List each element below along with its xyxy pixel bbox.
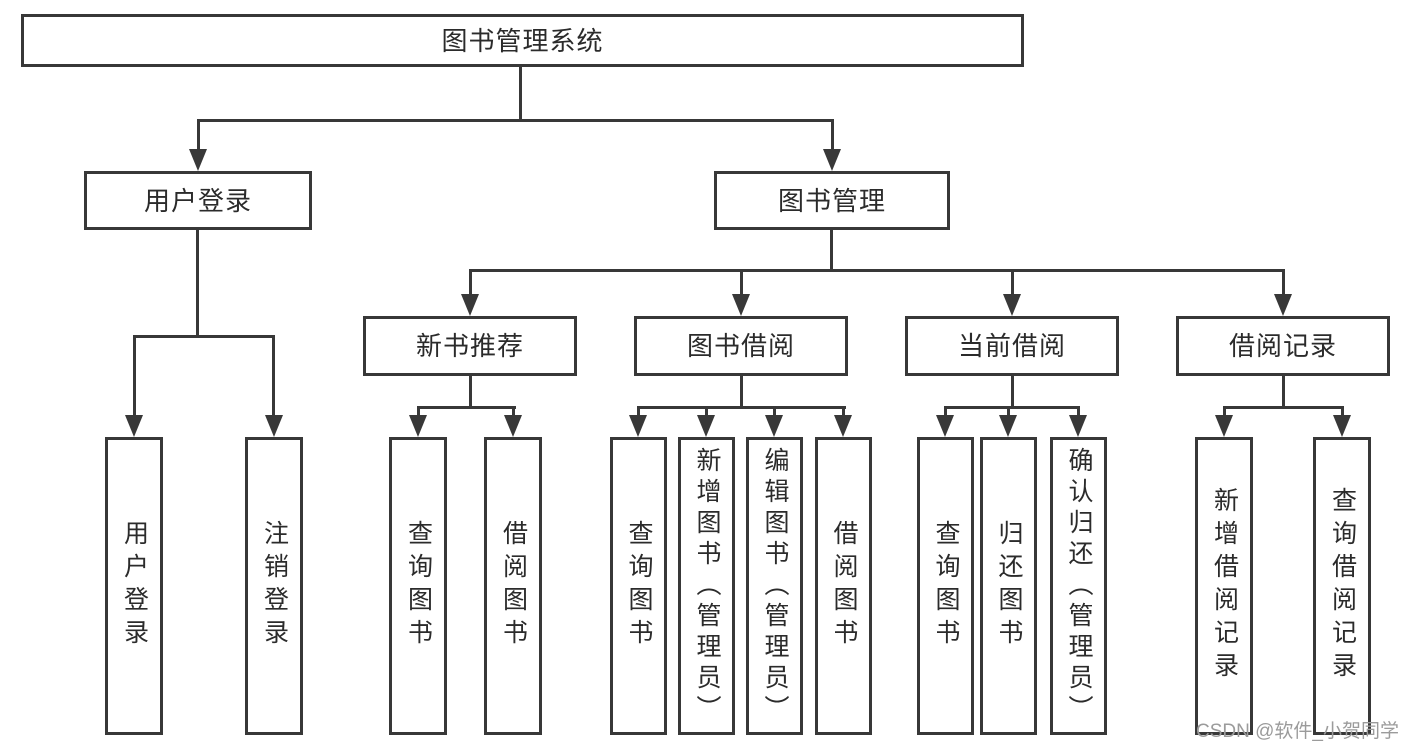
node-leaf-logout-label: 注销登录 xyxy=(260,520,289,652)
connector-cb-trunk xyxy=(1011,376,1014,406)
node-new-book-rec-label: 新书推荐 xyxy=(415,331,524,361)
node-user-login-label: 用户登录 xyxy=(143,185,252,216)
node-leaf-user-login-label: 用户登录 xyxy=(120,520,149,652)
node-leaf-nbr-borrow: 借阅图书 xyxy=(484,437,542,735)
node-leaf-cb-confirm-label: 确认归还（管理员） xyxy=(1065,446,1093,726)
connector-root-trunk xyxy=(519,67,522,119)
arrowhead-current-borrow xyxy=(1003,294,1021,316)
node-borrow-record: 借阅记录 xyxy=(1176,316,1390,376)
connector-to-br-add xyxy=(1223,406,1226,418)
node-user-login: 用户登录 xyxy=(84,171,312,230)
arrowhead-cb-return xyxy=(999,415,1017,437)
connector-to-borrow-record xyxy=(1282,269,1285,296)
node-leaf-bb-edit: 编辑图书（管理员） xyxy=(746,437,803,735)
node-leaf-cb-return-label: 归还图书 xyxy=(995,520,1023,652)
node-leaf-bb-add: 新增图书（管理员） xyxy=(678,437,735,735)
connector-to-bb-query xyxy=(637,406,640,418)
node-leaf-user-login: 用户登录 xyxy=(105,437,163,735)
node-leaf-cb-return: 归还图书 xyxy=(980,437,1037,735)
connector-to-cb-query xyxy=(944,406,947,418)
arrowhead-bb-query xyxy=(629,415,647,437)
node-leaf-br-add-label: 新增借阅记录 xyxy=(1210,487,1239,685)
arrowhead-book-mgmt xyxy=(823,149,841,171)
connector-br-branch xyxy=(1223,406,1344,409)
arrowhead-cb-query xyxy=(936,415,954,437)
arrowhead-user-login xyxy=(189,149,207,171)
node-leaf-cb-query-label: 查询图书 xyxy=(932,520,960,652)
node-current-borrow-label: 当前借阅 xyxy=(957,331,1066,361)
connector-book-mgmt-trunk xyxy=(830,230,833,269)
arrowhead-borrow-record xyxy=(1274,294,1292,316)
connector-nbr-trunk xyxy=(469,376,472,406)
connector-book-mgmt-branch xyxy=(469,269,1285,272)
connector-root-branch xyxy=(197,119,834,122)
node-leaf-bb-query-label: 查询图书 xyxy=(625,520,653,652)
arrowhead-bb-add xyxy=(697,415,715,437)
arrowhead-bb-borrow xyxy=(834,415,852,437)
csdn-watermark: CSDN @软件_小贺同学 xyxy=(1196,721,1399,743)
arrowhead-br-add xyxy=(1215,415,1233,437)
node-leaf-nbr-borrow-label: 借阅图书 xyxy=(499,520,528,652)
node-book-mgmt: 图书管理 xyxy=(714,171,950,230)
node-leaf-br-add: 新增借阅记录 xyxy=(1195,437,1253,735)
connector-to-user-login xyxy=(197,119,200,152)
arrowhead-br-query xyxy=(1333,415,1351,437)
node-leaf-br-query-label: 查询借阅记录 xyxy=(1328,487,1357,685)
connector-user-login-branch xyxy=(133,335,275,338)
arrowhead-leaf-user-login xyxy=(125,415,143,437)
connector-to-cb-confirm xyxy=(1077,406,1080,418)
node-leaf-bb-borrow: 借阅图书 xyxy=(815,437,872,735)
node-borrow-record-label: 借阅记录 xyxy=(1228,331,1337,361)
arrowhead-cb-confirm xyxy=(1069,415,1087,437)
connector-to-current-borrow xyxy=(1011,269,1014,296)
connector-to-new-book-rec xyxy=(469,269,472,296)
connector-to-nbr-borrow xyxy=(512,406,515,418)
connector-to-leaf-logout xyxy=(272,335,275,417)
node-root: 图书管理系统 xyxy=(21,14,1024,67)
node-leaf-logout: 注销登录 xyxy=(245,437,303,735)
connector-to-nbr-query xyxy=(417,406,420,418)
node-leaf-bb-edit-label: 编辑图书（管理员） xyxy=(761,446,789,726)
connector-bb-trunk xyxy=(740,376,743,406)
node-current-borrow: 当前借阅 xyxy=(905,316,1119,376)
connector-to-bb-add xyxy=(705,406,708,418)
node-leaf-bb-query: 查询图书 xyxy=(610,437,667,735)
connector-bb-branch xyxy=(637,406,846,409)
node-leaf-bb-borrow-label: 借阅图书 xyxy=(830,520,858,652)
connector-br-trunk xyxy=(1282,376,1285,406)
connector-to-bb-borrow xyxy=(842,406,845,418)
connector-nbr-branch xyxy=(417,406,516,409)
connector-to-br-query xyxy=(1341,406,1344,418)
node-leaf-nbr-query-label: 查询图书 xyxy=(404,520,433,652)
connector-to-leaf-user-login xyxy=(133,335,136,417)
node-leaf-bb-add-label: 新增图书（管理员） xyxy=(693,446,721,726)
connector-to-cb-return xyxy=(1007,406,1010,418)
arrowhead-leaf-logout xyxy=(265,415,283,437)
node-leaf-br-query: 查询借阅记录 xyxy=(1313,437,1371,735)
node-leaf-cb-query: 查询图书 xyxy=(917,437,974,735)
connector-cb-branch xyxy=(944,406,1080,409)
node-book-mgmt-label: 图书管理 xyxy=(777,185,886,216)
node-book-borrow-label: 图书借阅 xyxy=(686,331,795,361)
node-root-label: 图书管理系统 xyxy=(441,25,604,56)
arrowhead-nbr-borrow xyxy=(504,415,522,437)
arrowhead-new-book-rec xyxy=(461,294,479,316)
arrowhead-book-borrow xyxy=(732,294,750,316)
arrowhead-nbr-query xyxy=(409,415,427,437)
node-leaf-nbr-query: 查询图书 xyxy=(389,437,447,735)
connector-to-book-mgmt xyxy=(831,119,834,152)
node-new-book-rec: 新书推荐 xyxy=(363,316,577,376)
connector-user-login-trunk xyxy=(196,230,199,335)
connector-to-book-borrow xyxy=(740,269,743,296)
node-leaf-cb-confirm: 确认归还（管理员） xyxy=(1050,437,1107,735)
arrowhead-bb-edit xyxy=(765,415,783,437)
connector-to-bb-edit xyxy=(773,406,776,418)
node-book-borrow: 图书借阅 xyxy=(634,316,848,376)
